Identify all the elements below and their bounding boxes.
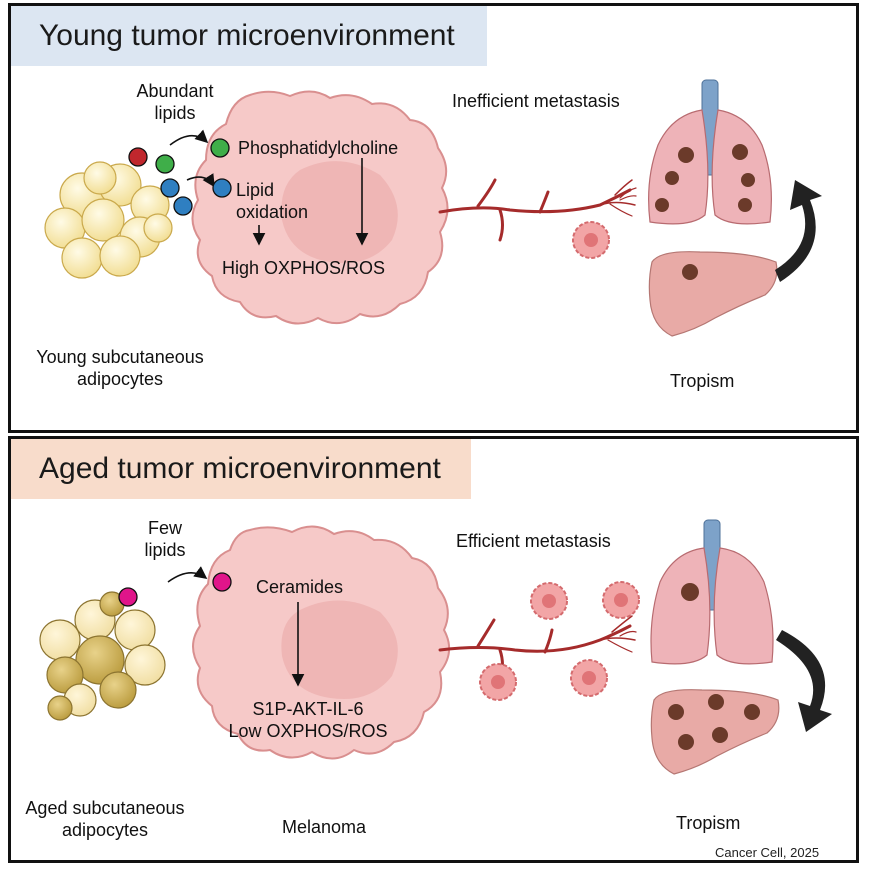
abundant-lipids-label: Abundant lipids	[120, 80, 230, 124]
aged-lungs	[650, 519, 774, 665]
melanoma-label: Melanoma	[282, 817, 367, 837]
inefficient-metastasis-label: Inefficient metastasis	[452, 91, 620, 111]
lipid-label-line: lipids	[144, 540, 186, 560]
aged-cell-nucleus	[281, 600, 398, 700]
lipid-uptake-arrow	[167, 566, 208, 583]
young-cell-nucleus	[281, 161, 398, 264]
lipid-uptake-arrow	[186, 173, 215, 188]
blue-lipid-icon	[173, 196, 193, 216]
blue-lipid-icon	[212, 178, 232, 198]
young-panel-title: Young tumor microenvironment	[11, 6, 487, 66]
aged-adipocyte-label: Aged subcutaneous adipocytes	[10, 797, 200, 841]
young-adipocyte-label: Young subcutaneous adipocytes	[20, 346, 220, 390]
magenta-lipid-icon	[212, 572, 232, 592]
adipocyte-line: Young subcutaneous	[36, 347, 204, 367]
aged-adipocyte-cluster	[39, 591, 166, 721]
efficient-metastasis-label: Efficient metastasis	[456, 531, 611, 551]
high-oxphos-label: High OXPHOS/ROS	[222, 258, 386, 278]
young-lungs	[648, 79, 772, 225]
adipocyte-line: adipocytes	[61, 820, 149, 840]
phosphatidylcholine-label: Phosphatidylcholine	[238, 138, 399, 158]
aged-panel-title: Aged tumor microenvironment	[11, 439, 471, 499]
outcome-line: Low OXPHOS/ROS	[228, 721, 388, 741]
lipid-label-line: Abundant	[136, 81, 214, 101]
oxidation-line: Lipid	[236, 180, 275, 200]
circulating-tumor-cell	[572, 221, 610, 259]
tropism-arrow	[776, 630, 832, 732]
young-liver	[648, 251, 778, 337]
green-lipid-icon	[155, 154, 175, 174]
aged-blood-vessel	[438, 615, 637, 682]
lipid-oxidation-label: Lipid oxidation	[236, 179, 308, 223]
lipid-label-line: Few	[147, 518, 182, 538]
lipid-uptake-arrow	[169, 129, 209, 146]
low-oxphos-label: S1P-AKT-IL-6 Low OXPHOS/ROS	[218, 698, 398, 742]
adipocyte-line: adipocytes	[76, 369, 164, 389]
ceramides-label: Ceramides	[256, 577, 344, 597]
tropism-arrow	[775, 180, 822, 282]
aged-liver	[650, 689, 780, 775]
young-adipocyte-cluster	[44, 161, 173, 279]
red-lipid-icon	[128, 147, 148, 167]
circulating-tumor-cell	[479, 581, 640, 701]
citation-credit: Cancer Cell, 2025	[715, 845, 820, 860]
adipocyte-line: Aged subcutaneous	[25, 798, 185, 818]
magenta-lipid-icon	[118, 587, 138, 607]
outcome-line: S1P-AKT-IL-6	[252, 699, 364, 719]
oxidation-line: oxidation	[236, 202, 309, 222]
few-lipids-label: Few lipids	[130, 517, 200, 561]
green-lipid-icon	[210, 138, 230, 158]
lipid-label-line: lipids	[154, 103, 196, 123]
young-blood-vessel	[438, 178, 637, 242]
aged-tropism-label: Tropism	[676, 813, 741, 833]
young-tropism-label: Tropism	[670, 371, 735, 391]
blue-lipid-icon	[160, 178, 180, 198]
